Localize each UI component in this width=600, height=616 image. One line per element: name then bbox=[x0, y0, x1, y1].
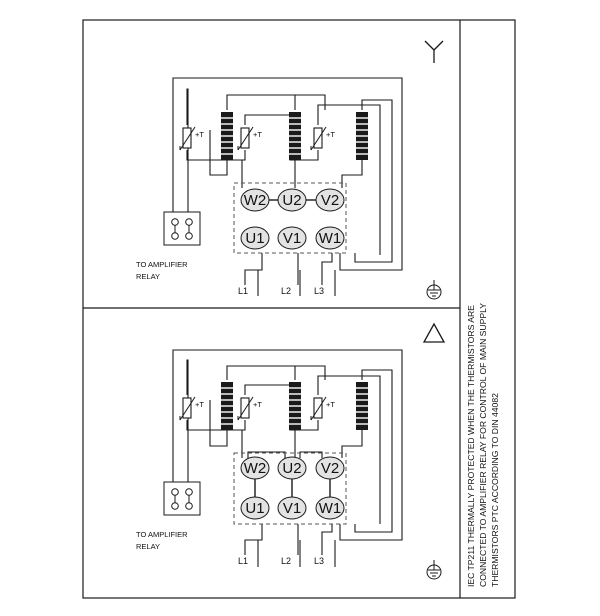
terminal-label: W1 bbox=[319, 500, 342, 517]
note-line-2: CONNECTED TO AMPLIFIER RELAY FOR CONTROL… bbox=[478, 303, 488, 587]
star-panel: +T +T +T W2 U2 V2 U1 V1 W1 bbox=[136, 40, 444, 300]
star-connection-icon bbox=[424, 40, 444, 63]
line-label-l3: L3 bbox=[314, 556, 324, 566]
terminal-label: U2 bbox=[282, 460, 301, 477]
delta-panel: +T +T +T W2 U2 V2 U1 V1 W1 bbox=[136, 322, 446, 580]
relay-label: TO AMPLIFIER bbox=[136, 530, 188, 539]
relay-label: TO AMPLIFIER bbox=[136, 260, 188, 269]
line-label-l2: L2 bbox=[281, 556, 291, 566]
relay-terminal-block bbox=[163, 211, 201, 246]
relay-label: RELAY bbox=[136, 542, 160, 551]
terminal-label: U2 bbox=[282, 192, 301, 209]
outer-frame bbox=[82, 19, 516, 599]
terminal-box bbox=[233, 182, 347, 254]
thermistor-label: +T bbox=[253, 400, 262, 409]
note-line-3: THERMISTORS PTC ACCORDING TO DIN 44082 bbox=[490, 393, 500, 587]
delta-connection-icon bbox=[422, 322, 446, 343]
thermistor-icon bbox=[313, 127, 323, 149]
terminal-label: U1 bbox=[245, 230, 264, 247]
thermistor-label: +T bbox=[253, 130, 262, 139]
note-line-1: IEC TP211 THERMALLY PROTECTED WHEN THE T… bbox=[466, 305, 476, 587]
terminal-label: W2 bbox=[244, 460, 267, 477]
line-label-l1: L1 bbox=[238, 286, 248, 296]
delta-wiring bbox=[172, 349, 403, 567]
terminal-label: V2 bbox=[321, 192, 339, 209]
thermistor-icon bbox=[240, 397, 250, 419]
star-wiring bbox=[172, 77, 403, 296]
note-text: IEC TP211 THERMALLY PROTECTED WHEN THE T… bbox=[466, 301, 500, 587]
ground-icon bbox=[426, 560, 442, 580]
ground-icon bbox=[426, 280, 442, 300]
terminal-label: V1 bbox=[283, 500, 301, 517]
thermistor-label: +T bbox=[326, 130, 335, 139]
line-label-l2: L2 bbox=[281, 286, 291, 296]
star-thermistors bbox=[179, 126, 327, 151]
relay-label: RELAY bbox=[136, 272, 160, 281]
thermistor-label: +T bbox=[195, 400, 204, 409]
thermistor-icon bbox=[182, 397, 192, 419]
terminal-box bbox=[233, 452, 347, 525]
thermistor-icon bbox=[182, 127, 192, 149]
thermistor-icon bbox=[240, 127, 250, 149]
delta-terminals bbox=[240, 456, 345, 520]
terminal-label: V2 bbox=[321, 460, 339, 477]
thermistor-label: +T bbox=[326, 400, 335, 409]
thermistor-icon bbox=[313, 397, 323, 419]
terminal-label: W2 bbox=[244, 192, 267, 209]
thermistor-label: +T bbox=[195, 130, 204, 139]
terminal-label: W1 bbox=[319, 230, 342, 247]
delta-thermistors bbox=[179, 396, 327, 421]
line-label-l1: L1 bbox=[238, 556, 248, 566]
star-terminals bbox=[240, 188, 345, 250]
terminal-label: U1 bbox=[245, 500, 264, 517]
terminal-label: V1 bbox=[283, 230, 301, 247]
relay-terminal-block bbox=[163, 481, 201, 516]
line-label-l3: L3 bbox=[314, 286, 324, 296]
